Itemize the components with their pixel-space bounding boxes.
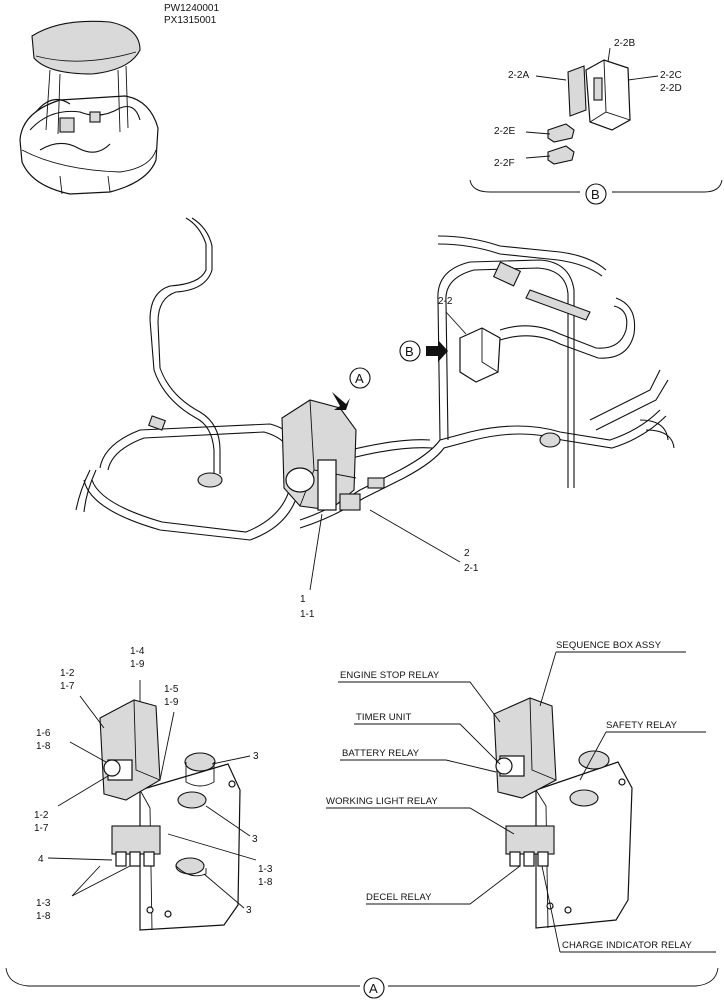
caption-timer-unit: TIMER UNIT [356, 712, 411, 723]
label-a-1-8a: 1-8 [36, 741, 51, 752]
detail-a-right: SEQUENCE BOX ASSY ENGINE STOP RELAY TIME… [326, 640, 716, 953]
label-a-1-9a: 1-9 [130, 659, 145, 670]
callout-a-circle [349, 367, 371, 389]
label-2-2b: 2-2B [614, 38, 635, 49]
callout-b-main-circle [399, 340, 421, 362]
caption-charge-indicator-relay: CHARGE INDICATOR RELAY [562, 940, 693, 951]
label-a-3a: 3 [253, 751, 259, 762]
label-2-2e: 2-2E [494, 126, 515, 137]
caption-sequence-box-assy: SEQUENCE BOX ASSY [556, 640, 662, 651]
label-a-1-7b: 1-7 [34, 823, 49, 834]
label-2-2-main: 2-2 [438, 296, 453, 307]
label-2-1-main: 2-1 [464, 563, 479, 574]
callout-a-letter: A [355, 371, 364, 386]
label-a-4: 4 [38, 854, 44, 865]
callout-b-letter: B [591, 187, 600, 202]
label-a-1-9b: 1-9 [164, 697, 179, 708]
label-2-2c: 2-2C [660, 70, 682, 81]
callout-b-main-letter: B [405, 344, 414, 359]
label-2-2d: 2-2D [660, 83, 682, 94]
caption-engine-stop-relay: ENGINE STOP RELAY [340, 670, 440, 681]
model-code-2: PX1315001 [164, 15, 217, 26]
label-a-1-7a: 1-7 [60, 681, 75, 692]
label-1-main: 1 [300, 594, 306, 605]
detail-a-bracket: A [5, 967, 719, 999]
label-a-1-3a: 1-3 [258, 864, 273, 875]
detail-a-left: 1-4 1-9 1-2 1-7 1-5 1-9 1-6 1-8 3 1-2 1-… [34, 646, 273, 931]
machine-thumbnail: PW1240001 PX1315001 [19, 3, 219, 195]
detail-b: 2-2B 2-2A 2-2C 2-2D 2-2E 2-2F B [469, 38, 723, 205]
label-a-1-4: 1-4 [130, 646, 145, 657]
caption-decel-relay: DECEL RELAY [366, 892, 432, 903]
callout-a-bottom-circle [363, 977, 385, 999]
label-a-1-3b: 1-3 [36, 898, 51, 909]
label-1-1-main: 1-1 [300, 609, 315, 620]
label-a-3c: 3 [246, 905, 252, 916]
main-harness-view: A B 2-2 2 2-1 1 1-1 [75, 217, 675, 620]
label-a-3b: 3 [252, 834, 258, 845]
label-a-1-8b: 1-8 [258, 877, 273, 888]
label-2-2f: 2-2F [494, 158, 515, 169]
label-2-main: 2 [464, 548, 470, 559]
caption-safety-relay: SAFETY RELAY [606, 720, 678, 731]
label-a-1-2b: 1-2 [34, 810, 49, 821]
label-a-1-5: 1-5 [164, 684, 179, 695]
model-code-1: PW1240001 [164, 3, 219, 14]
caption-working-light-relay: WORKING LIGHT RELAY [326, 796, 438, 807]
caption-battery-relay: BATTERY RELAY [342, 748, 420, 759]
label-a-1-8c: 1-8 [36, 911, 51, 922]
label-a-1-2a: 1-2 [60, 668, 75, 679]
label-2-2a: 2-2A [508, 70, 529, 81]
callout-b-circle [585, 183, 607, 205]
callout-a-bottom-letter: A [369, 981, 378, 996]
label-a-1-6: 1-6 [36, 728, 51, 739]
